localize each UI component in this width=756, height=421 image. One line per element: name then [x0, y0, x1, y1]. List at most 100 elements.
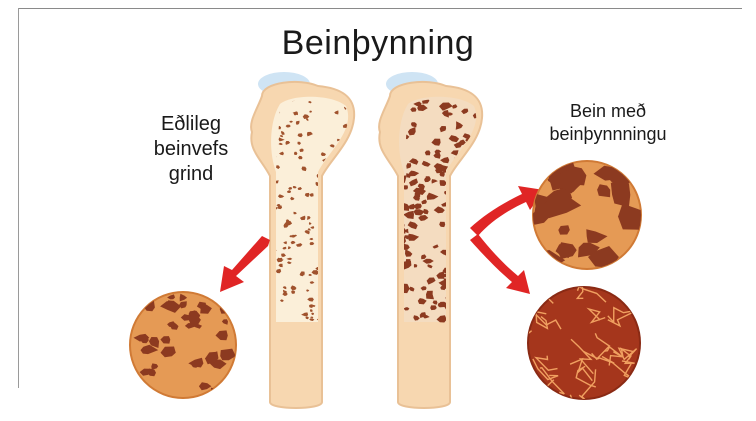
bone-pore	[455, 224, 467, 232]
normal-label-line: Eðlileg	[126, 112, 256, 137]
bone-pore	[347, 302, 353, 306]
bone-pore	[472, 299, 483, 308]
bone-pore	[347, 153, 353, 156]
bone-pore	[345, 150, 350, 154]
bone-pore	[332, 230, 335, 232]
magnified-bone-circle-icon	[130, 285, 243, 401]
bone-pore	[334, 317, 337, 319]
normal-bone-spongy	[271, 97, 348, 322]
bone-pore	[465, 265, 469, 270]
bone-pore	[221, 297, 236, 309]
bone-pore	[327, 190, 331, 193]
bone-pore	[459, 257, 470, 264]
osteoporosis-label: Bein með beinþynnningu	[528, 100, 688, 145]
bone-pore	[471, 292, 477, 297]
bone-pore	[340, 276, 342, 278]
bone-pore	[468, 265, 475, 270]
bone-pore	[466, 278, 479, 287]
normal-bone-label: Eðlileg beinvefs grind	[126, 112, 256, 187]
bone-pore	[348, 254, 353, 258]
bone-pore	[461, 255, 467, 259]
bone-pore	[463, 291, 468, 296]
bone-pore	[465, 249, 475, 256]
bone-pore	[473, 303, 484, 312]
bone-pore	[464, 232, 472, 236]
bone-pore	[324, 304, 327, 306]
bone-pore	[334, 173, 338, 177]
bone-pore	[334, 162, 337, 165]
bone-pore	[345, 276, 348, 280]
bone-pore	[325, 190, 330, 194]
red-arrow-icon	[220, 236, 270, 292]
bone-pore	[349, 244, 353, 246]
bone-pore	[458, 218, 465, 223]
bone-pore	[330, 262, 333, 265]
bone-pore	[459, 237, 465, 243]
bone-pore	[331, 311, 337, 315]
bone-pore	[328, 215, 334, 218]
bone-pore	[346, 170, 350, 174]
bone-pore	[467, 263, 472, 268]
bone-pore	[473, 308, 479, 313]
bone-pore	[347, 273, 352, 278]
bone-pore	[465, 310, 475, 317]
bone-pore	[349, 147, 354, 150]
bone-pore	[348, 221, 352, 224]
bone-pore	[333, 254, 336, 257]
bone-pore	[227, 392, 240, 402]
bone-pore	[225, 288, 239, 302]
page-title: Beinþynning	[0, 24, 756, 63]
bone-pore	[332, 237, 338, 241]
bone-pore	[333, 180, 337, 184]
bone-pore	[346, 275, 349, 278]
bone-pore	[325, 197, 330, 200]
bone-pore	[342, 220, 346, 223]
red-arrow-icon	[470, 234, 530, 294]
bone-pore	[450, 277, 458, 285]
bone-pore	[458, 310, 467, 316]
osteo-label-line: beinþynnningu	[528, 123, 688, 146]
bone-pore	[349, 157, 352, 159]
normal-label-line: grind	[126, 162, 256, 187]
bone-pore	[456, 200, 464, 208]
bone-pore	[341, 202, 344, 205]
bone-pore	[344, 164, 351, 168]
bone-pore	[151, 288, 161, 297]
bone-pore	[464, 194, 470, 198]
bone-pore	[325, 237, 329, 240]
bone-pore	[341, 175, 344, 178]
bone-pore	[454, 270, 458, 274]
bone-pore	[455, 178, 463, 185]
bone-pore	[331, 203, 334, 207]
bone-pore	[322, 178, 328, 181]
bone-pore	[142, 387, 153, 396]
bone-pore	[343, 275, 346, 277]
bone-pore	[335, 234, 340, 239]
bone-pore	[330, 276, 336, 280]
bone-pore	[333, 301, 336, 303]
bone-pore	[464, 167, 470, 173]
bone-pore	[459, 194, 466, 199]
bone-pore	[337, 283, 342, 286]
bone-pore	[464, 179, 479, 188]
bone-pore	[324, 195, 330, 198]
osteo-label-line: Bein með	[528, 100, 688, 123]
magnified-bone-circle-icon	[526, 158, 657, 272]
osteoporotic-bone	[379, 72, 485, 408]
bone-pore	[341, 193, 344, 196]
bone-pore	[342, 217, 347, 221]
bone-pore	[326, 268, 331, 273]
bone-pore	[464, 182, 470, 186]
bone-pore	[340, 261, 346, 264]
bone-pore	[333, 218, 336, 221]
normal-label-line: beinvefs	[126, 137, 256, 162]
bone-pore	[328, 249, 332, 253]
bone-pore	[451, 276, 459, 283]
bone-pore	[136, 393, 144, 398]
bone-pore	[343, 177, 346, 181]
bone-pore	[464, 200, 472, 208]
bone-pore	[132, 379, 139, 386]
bone-pore	[347, 262, 353, 266]
